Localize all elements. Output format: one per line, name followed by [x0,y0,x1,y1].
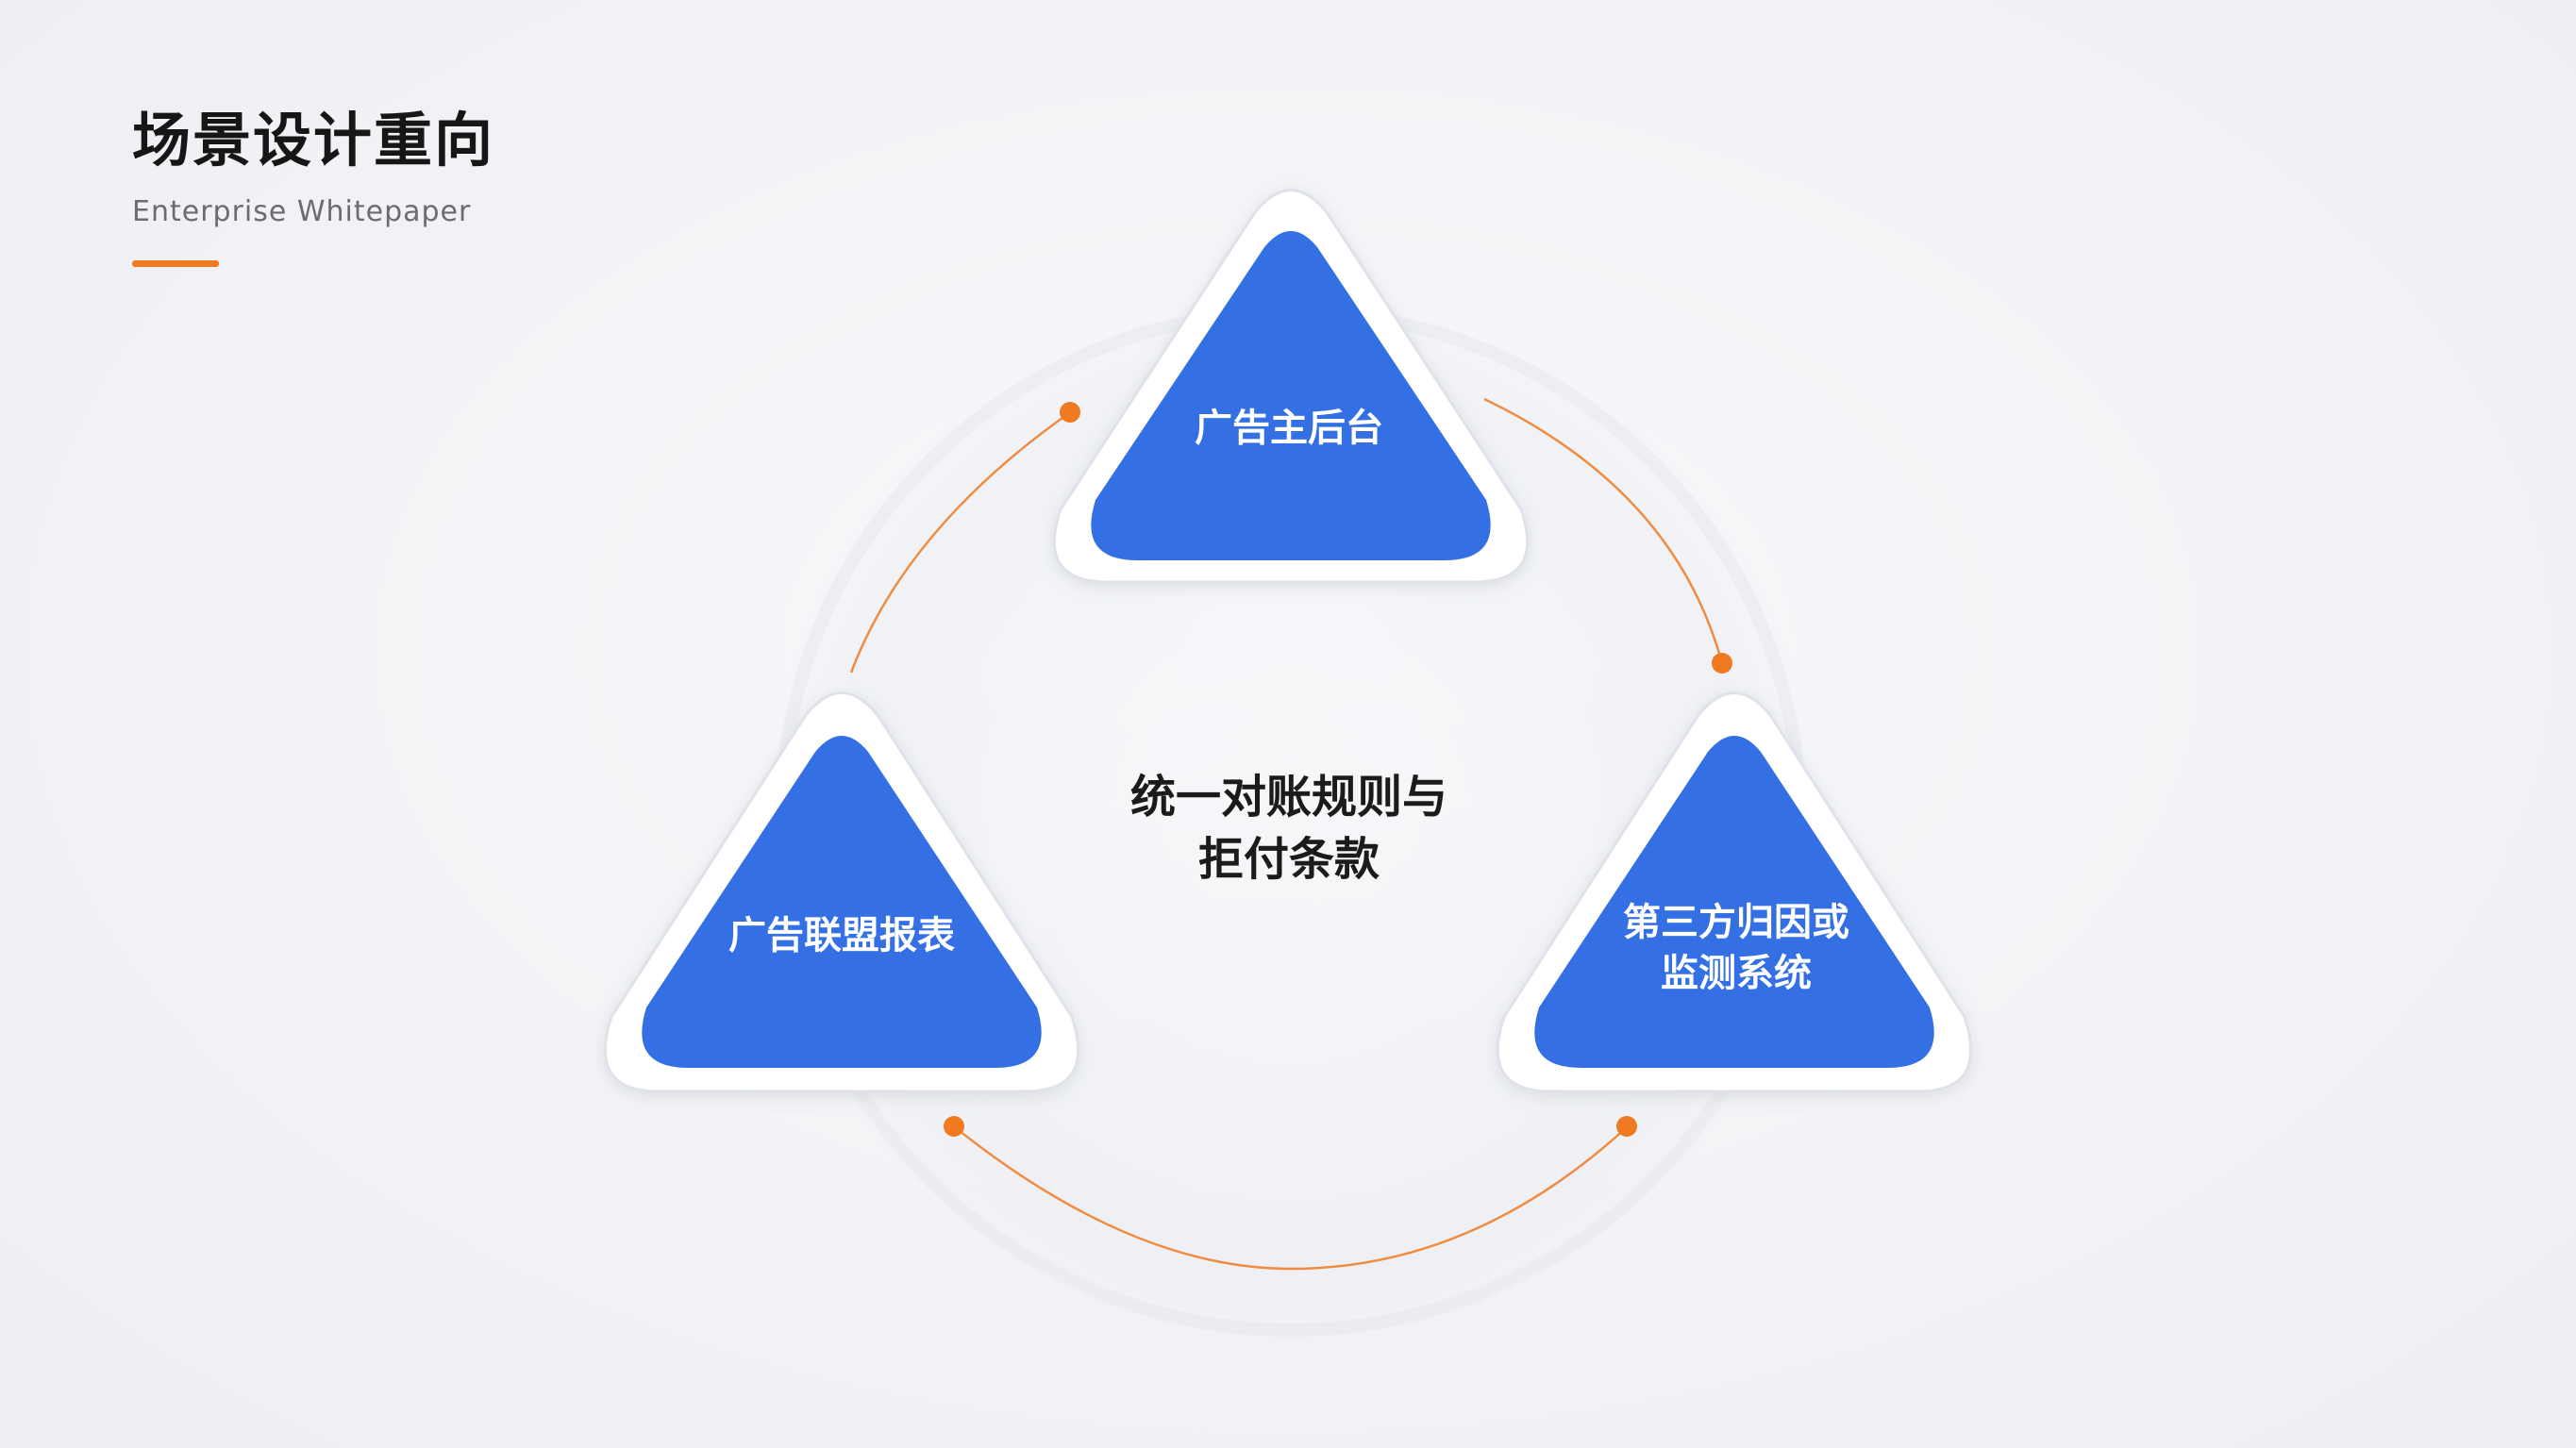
connector-dot [1060,402,1080,423]
node-top-triangle [1091,231,1491,560]
node-right-label-line1: 第三方归因或 [1623,901,1849,944]
node-left-triangle [642,736,1042,1068]
accent-bar [132,260,219,267]
page-title: 场景设计重向 [132,106,495,175]
center-label-line2: 拒付条款 [1198,833,1380,886]
node-left: 广告联盟报表 [603,691,1080,1093]
connector-arc-bottom [954,1126,1628,1271]
connector-arc-top-left [849,411,1070,674]
connector-arc-top-right [1483,397,1724,664]
connector-dot [944,1116,964,1137]
node-top-label: 广告主后台 [1195,407,1383,450]
node-left-label: 广告联盟报表 [728,914,955,957]
connector-dot [1712,653,1732,674]
node-right: 第三方归因或 监测系统 [1496,691,1973,1093]
page-subtitle: Enterprise Whitepaper [132,195,472,228]
center-label-line1: 统一对账规则与 [1130,771,1447,824]
node-right-label-line2: 监测系统 [1661,952,1812,995]
node-right-triangle [1534,736,1934,1068]
node-top: 广告主后台 [1052,189,1530,584]
connector-dot [1616,1116,1637,1137]
header: 场景设计重向 Enterprise Whitepaper [132,111,494,267]
